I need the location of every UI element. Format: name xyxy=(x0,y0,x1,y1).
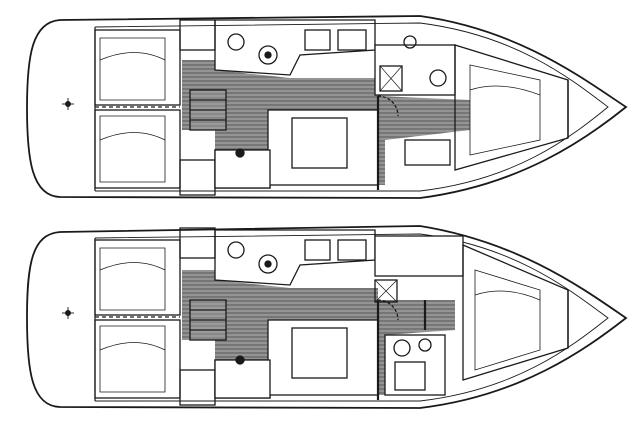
aft-locker-bottom xyxy=(179,159,216,196)
fwd-cabin xyxy=(454,44,569,171)
berth-sheet xyxy=(99,132,166,141)
berth-sheet xyxy=(469,85,541,96)
saloon-table xyxy=(291,117,348,169)
fwd-locker xyxy=(404,139,451,166)
fwd-sink-icon xyxy=(393,339,411,357)
fwd-toilet-icon xyxy=(403,35,417,49)
aft-cabin-starboard xyxy=(94,109,181,189)
shower xyxy=(379,65,403,92)
aft-locker-top xyxy=(179,19,216,51)
berth-sheet xyxy=(99,262,166,271)
aft-berth-port xyxy=(99,247,166,311)
stove-top xyxy=(304,29,331,51)
galley-sink-icon xyxy=(227,241,245,259)
fwd-berth xyxy=(474,269,541,371)
hull-inner-line xyxy=(94,233,609,402)
berth-sheet xyxy=(99,342,166,351)
layout-top xyxy=(26,15,628,199)
aft-locker-bottom xyxy=(179,369,216,406)
galley-stove-icon xyxy=(258,45,278,65)
aft-cabin-starboard xyxy=(94,319,181,399)
aft-berth-starboard xyxy=(99,325,166,393)
fwd-shower xyxy=(374,279,398,303)
saloon-table xyxy=(291,327,348,379)
shower-cross xyxy=(379,65,403,92)
shower-cross xyxy=(374,279,398,303)
aft-locker-top xyxy=(179,227,216,259)
aft-berth-starboard xyxy=(99,115,166,183)
door-arc xyxy=(377,95,399,117)
fwd-cabin xyxy=(462,244,569,381)
layout-bottom xyxy=(26,225,628,409)
galley-counter xyxy=(214,229,376,286)
fwd-toilet-icon xyxy=(418,338,432,352)
door-arc xyxy=(377,299,399,321)
fwd-vanity xyxy=(394,361,426,391)
hull-inner-line xyxy=(94,22,609,192)
hull-outline xyxy=(26,225,628,409)
fridge xyxy=(337,239,367,261)
fwd-head xyxy=(384,334,446,396)
mast-icon xyxy=(235,148,245,158)
hull-outline xyxy=(26,15,628,199)
fwd-berth xyxy=(469,64,541,156)
compass-mark xyxy=(62,98,74,110)
berth-sheet xyxy=(474,290,541,301)
stove-top xyxy=(304,239,331,261)
galley-sink-icon xyxy=(227,33,245,51)
stove-burner-icon xyxy=(264,51,272,59)
aft-berth-port xyxy=(99,37,166,101)
galley-counter xyxy=(214,19,376,76)
mast-icon xyxy=(235,355,245,365)
berth-sheet xyxy=(99,52,166,61)
fwd-locker-port xyxy=(374,235,464,277)
compass-mark xyxy=(62,307,74,319)
aft-cabin-port xyxy=(94,29,181,106)
aft-cabin-port xyxy=(94,239,181,316)
fwd-head xyxy=(374,44,456,96)
fwd-sink-icon xyxy=(429,69,447,87)
settee-bottom xyxy=(214,359,271,399)
stove-burner-icon xyxy=(264,260,272,268)
galley-stove-icon xyxy=(258,254,278,274)
fridge xyxy=(337,29,367,51)
